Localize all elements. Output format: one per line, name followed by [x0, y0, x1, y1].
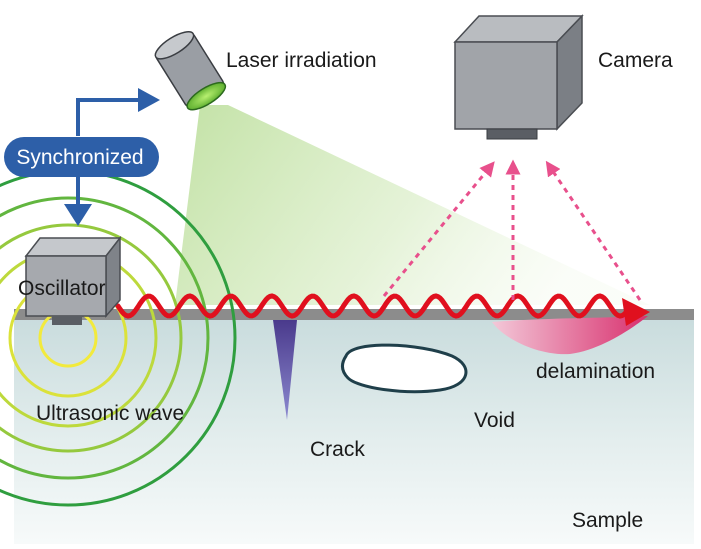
- sync-arrows: [76, 98, 140, 207]
- laser-head-icon: [154, 31, 227, 111]
- camera-label: Camera: [598, 49, 673, 72]
- laser-label: Laser irradiation: [226, 49, 377, 72]
- crack-shape: [273, 320, 297, 420]
- synchronized-pill: [4, 137, 159, 177]
- sync-arrowhead-down: [64, 204, 92, 226]
- void-shape: [341, 343, 468, 394]
- reflection-arrows: [382, 159, 642, 301]
- ultrasonic-wave-label: Ultrasonic wave: [36, 402, 184, 425]
- oscillator-label: Oscillator: [18, 277, 106, 300]
- sync-arrowhead-right: [138, 88, 160, 112]
- camera-icon: [453, 14, 584, 140]
- delamination-shape: [492, 316, 648, 355]
- sample-label: Sample: [572, 509, 643, 532]
- surface-wave: [115, 293, 631, 319]
- crack-label: Crack: [310, 438, 365, 461]
- reflection-arrow: [382, 161, 495, 297]
- synchronized-label: Synchronized: [16, 146, 143, 169]
- reflection-arrow: [545, 160, 642, 301]
- wave-ring: [0, 196, 210, 480]
- void-label: Void: [474, 409, 515, 432]
- wave-ring: [0, 223, 183, 453]
- oscillator-icon: [24, 235, 122, 325]
- laser-beam: [175, 105, 650, 305]
- surface-wave-arrowhead: [622, 298, 650, 326]
- sample-surface: [14, 309, 694, 320]
- delamination-label: delamination: [536, 360, 655, 383]
